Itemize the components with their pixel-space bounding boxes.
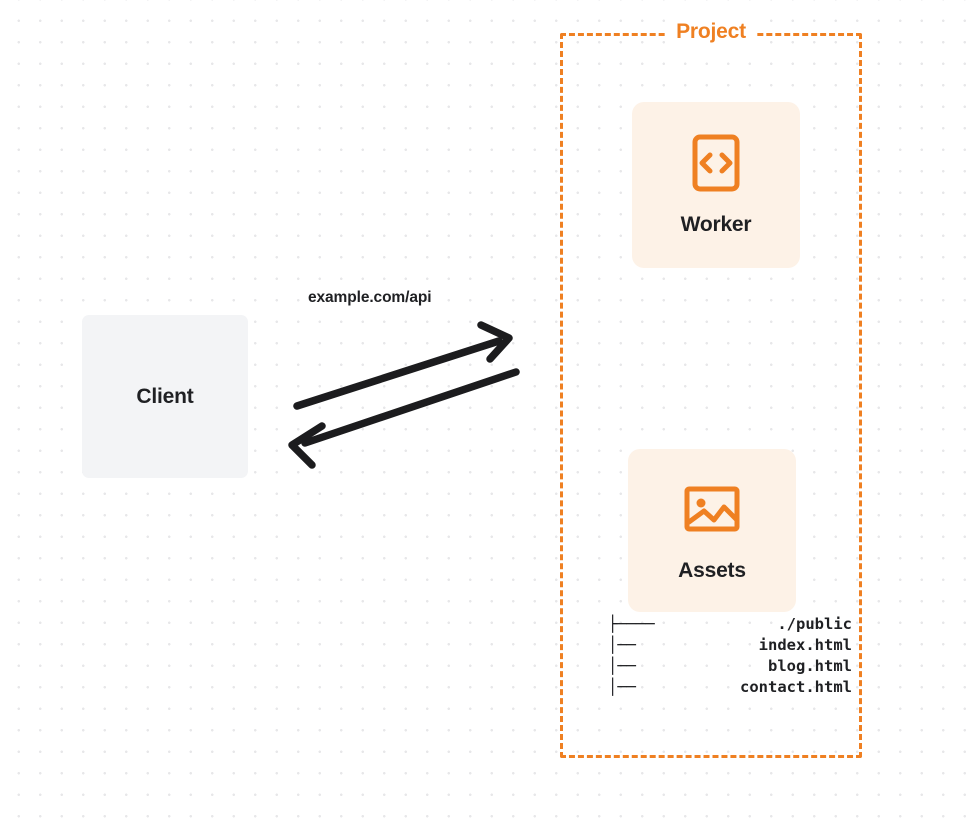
request-arrow-icon xyxy=(293,321,513,410)
file-tree-row: ├──── ./public xyxy=(608,614,852,635)
client-label: Client xyxy=(136,384,194,408)
assets-label: Assets xyxy=(678,558,746,582)
tree-item-name: ./public xyxy=(777,615,852,633)
tree-branch-icon: │── xyxy=(608,678,636,696)
code-brackets-icon xyxy=(692,134,740,192)
image-icon xyxy=(684,486,740,531)
worker-node[interactable]: Worker xyxy=(632,102,800,268)
project-container: Project Worker Assets ├──── ./public xyxy=(560,19,862,758)
assets-node[interactable]: Assets xyxy=(628,449,796,612)
file-tree-row: │── index.html xyxy=(608,635,852,656)
project-title: Project xyxy=(667,19,755,45)
tree-item-name: contact.html xyxy=(740,678,852,696)
file-tree-row: │── blog.html xyxy=(608,656,852,677)
file-tree-row: │── contact.html xyxy=(608,677,852,698)
tree-branch-icon: │── xyxy=(608,636,636,654)
tree-branch-icon: ├──── xyxy=(608,615,655,633)
tree-branch-icon: │── xyxy=(608,657,636,675)
connection-label: example.com/api xyxy=(308,289,432,306)
client-node[interactable]: Client xyxy=(82,315,248,478)
assets-file-tree: ├──── ./public │── index.html │── blog.h… xyxy=(608,614,852,698)
worker-label: Worker xyxy=(680,213,752,236)
tree-item-name: index.html xyxy=(758,636,852,654)
tree-item-name: blog.html xyxy=(768,657,852,675)
response-arrow-icon xyxy=(288,368,520,469)
